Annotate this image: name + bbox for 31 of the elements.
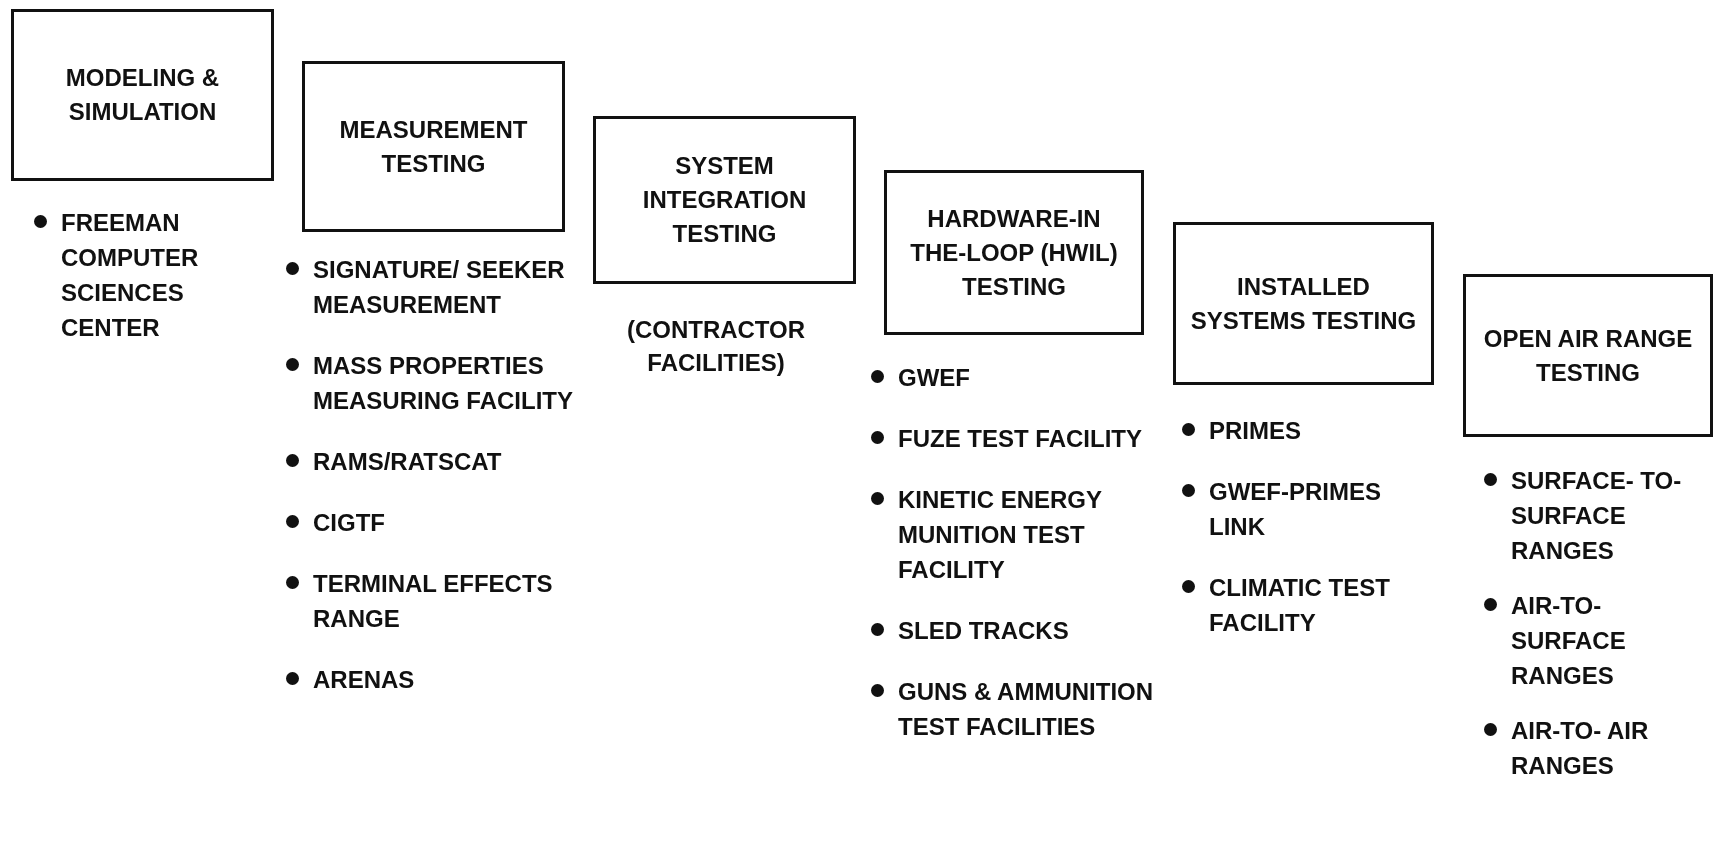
facility-name: SLED TRACKS — [898, 616, 1070, 646]
facility-name: TERMINAL EFFECTS RANGE — [313, 569, 554, 634]
facility-name: MASS PROPERTIES MEASURING FACILITY — [313, 351, 574, 416]
category-title: OPEN AIR RANGE TESTING — [1482, 323, 1694, 388]
category-box — [302, 61, 565, 232]
category-title: HARDWARE-IN THE-LOOP (HWIL) TESTING — [909, 203, 1119, 302]
category-box — [1463, 274, 1713, 437]
facility-name: GWEF-PRIMES LINK — [1209, 477, 1382, 542]
category-box — [1173, 222, 1434, 385]
category-box — [884, 170, 1144, 335]
facility-name: ARENAS — [313, 665, 416, 695]
facility-name: CLIMATIC TEST FACILITY — [1209, 573, 1391, 638]
facility-note: (CONTRACTOR FACILITIES) — [625, 315, 807, 378]
facility-name: GWEF — [898, 363, 971, 393]
facility-name: GUNS & AMMUNITION TEST FACILITIES — [898, 677, 1155, 742]
category-title: SYSTEM INTEGRATION TESTING — [641, 151, 808, 249]
facility-name: FREEMAN COMPUTER SCIENCES CENTER — [61, 208, 200, 343]
facility-name: CIGTF — [313, 508, 386, 538]
category-title: INSTALLED SYSTEMS TESTING — [1189, 271, 1418, 336]
facility-name: SURFACE- TO- SURFACE RANGES — [1511, 466, 1683, 566]
facility-name: SIGNATURE/ SEEKER MEASUREMENT — [313, 255, 566, 320]
category-title: MODELING & SIMULATION — [64, 63, 221, 127]
category-box — [593, 116, 856, 284]
facility-name: FUZE TEST FACILITY — [898, 424, 1143, 454]
facility-name: KINETIC ENERGY MUNITION TEST FACILITY — [898, 485, 1103, 585]
facility-name: AIR-TO- SURFACE RANGES — [1511, 591, 1627, 691]
category-title: MEASUREMENT TESTING — [338, 114, 529, 179]
facility-name: AIR-TO- AIR RANGES — [1511, 716, 1650, 781]
facility-name: RAMS/RATSCAT — [313, 447, 503, 477]
category-box — [11, 9, 274, 181]
facility-name: PRIMES — [1209, 416, 1302, 446]
